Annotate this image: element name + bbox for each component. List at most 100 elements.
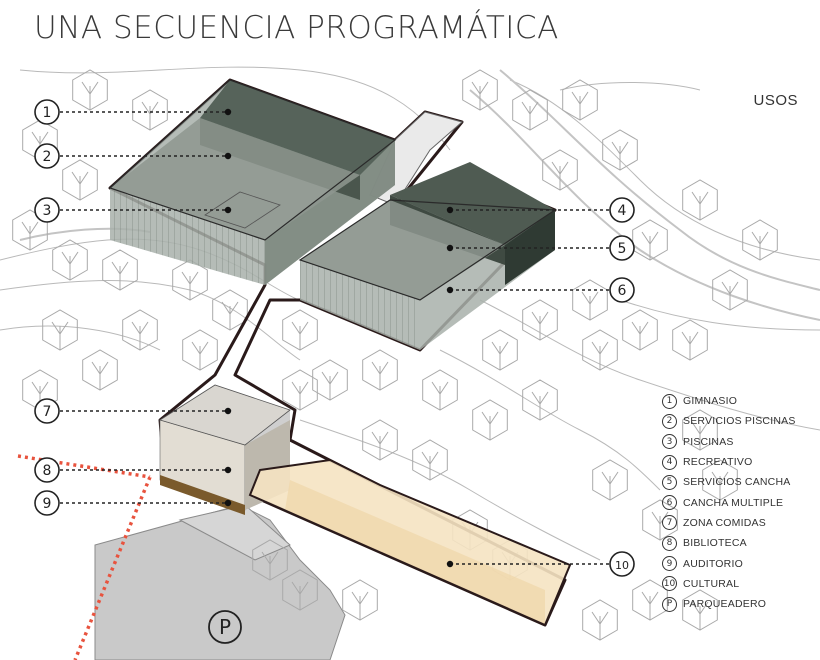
legend-number: 8: [662, 535, 677, 551]
tree-trunk: [631, 321, 649, 350]
callout-anchor-dot: [224, 499, 232, 507]
legend-number: 6: [662, 495, 677, 511]
page-title: UNA SECUENCIA PROGRAMÁTICA: [34, 10, 559, 46]
tree-trunk: [141, 101, 159, 130]
callout-circle: [34, 197, 60, 223]
tree-trunk: [641, 591, 659, 620]
callout-anchor-dot: [446, 286, 454, 294]
callout-anchor-dot: [224, 206, 232, 214]
callout-9: 9: [34, 490, 232, 516]
callout-10: 10: [446, 551, 635, 577]
legend-item: 8 BIBLIOTECA: [662, 533, 820, 553]
tree-trunk: [641, 231, 659, 260]
tree-trunk: [691, 191, 709, 220]
callout-4: 4: [446, 197, 635, 223]
tree-trunk: [591, 611, 609, 640]
tree-trunk: [191, 341, 209, 370]
tree-trunk: [51, 321, 69, 350]
tree-trunk: [551, 161, 569, 190]
callout-3: 3: [34, 197, 232, 223]
tree-trunk: [751, 231, 769, 260]
callout-circle: [609, 551, 635, 577]
tree-trunk: [61, 251, 79, 280]
tree-trunk: [291, 581, 309, 610]
callout-8: 8: [34, 457, 232, 483]
callout-anchor-dot: [446, 206, 454, 214]
tree-trunk: [291, 381, 309, 410]
tree-trunk: [531, 311, 549, 340]
callout-1: 1: [34, 99, 232, 125]
legend-label: AUDITORIO: [683, 557, 743, 570]
legend-number: 10: [662, 576, 677, 592]
callout-circle: [34, 490, 60, 516]
callout-number: 6: [618, 283, 627, 299]
tree-trunk: [371, 361, 389, 390]
legend-item: 2 SERVICIOS PISCINAS: [662, 411, 820, 431]
legend-label: SERVICIOS CANCHA: [683, 476, 791, 489]
legend-label: BIBLIOTECA: [683, 537, 747, 550]
callout-number: 4: [618, 203, 627, 219]
site-axonometric-diagram: P 1 2 3 4 5 6 7 8 9 10: [0, 66, 820, 660]
callout-anchor-dot: [224, 152, 232, 160]
tree-trunk: [71, 171, 89, 200]
tree-trunk: [481, 411, 499, 440]
tree-trunk: [691, 421, 709, 450]
tree-trunk: [601, 471, 619, 500]
legend-item: 4 RECREATIVO: [662, 452, 820, 472]
terrain-contours: [0, 66, 820, 561]
callout-anchor-dot: [224, 407, 232, 415]
legend-number: 2: [662, 413, 677, 429]
tree-trunk: [321, 371, 339, 400]
callout-number: 8: [43, 463, 52, 479]
tree-trunk: [581, 291, 599, 320]
parking-marker: P: [208, 610, 242, 644]
tree-trunk: [181, 271, 199, 300]
callout-anchor-dot: [446, 560, 454, 568]
legend-number: 1: [662, 393, 677, 409]
legend-label: ZONA COMIDAS: [683, 516, 766, 529]
tree-trunk: [291, 321, 309, 350]
callout-number: 3: [43, 203, 52, 219]
callout-number: 9: [43, 496, 52, 512]
tree-trunk: [111, 261, 129, 290]
usos-label: USOS: [753, 92, 798, 109]
access-ramp: [178, 504, 291, 561]
legend-label: SERVICIOS PISCINAS: [683, 415, 796, 428]
callout-6: 6: [446, 277, 635, 303]
callout-number: 7: [43, 404, 52, 420]
legend-item: 9 AUDITORIO: [662, 553, 820, 573]
tree-trunk: [711, 471, 729, 500]
tree-trunk: [131, 321, 149, 350]
tree-trunk: [471, 81, 489, 110]
legend-number: 7: [662, 515, 677, 531]
callout-anchor-dot: [446, 244, 454, 252]
tree-trunk: [681, 331, 699, 360]
trees: [12, 69, 778, 641]
legend-item: 6 CANCHA MULTIPLE: [662, 492, 820, 512]
tree-trunk: [531, 391, 549, 420]
legend-label: CANCHA MULTIPLE: [683, 496, 784, 509]
callout-circle: [34, 398, 60, 424]
callout-number: 10: [615, 559, 629, 572]
tree-trunk: [81, 81, 99, 110]
legend-label: GIMNASIO: [683, 395, 738, 408]
tree-trunk: [21, 221, 39, 250]
legend-label: RECREATIVO: [683, 456, 753, 469]
legend-number: 4: [662, 454, 677, 470]
callout-number: 5: [618, 241, 627, 257]
tree-trunk: [591, 341, 609, 370]
building-recreativo-cancha: [298, 162, 557, 350]
callout-number: 1: [43, 105, 52, 121]
legend-label: PISCINAS: [683, 435, 734, 448]
callout-7: 7: [34, 398, 232, 424]
callouts: 1 2 3 4 5 6 7 8 9 10: [34, 99, 635, 577]
legend-item: 1 GIMNASIO: [662, 391, 820, 411]
callout-number: 2: [43, 149, 52, 165]
tree-trunk: [91, 361, 109, 390]
callout-anchor-dot: [224, 108, 232, 116]
legend-number: 9: [662, 556, 677, 572]
